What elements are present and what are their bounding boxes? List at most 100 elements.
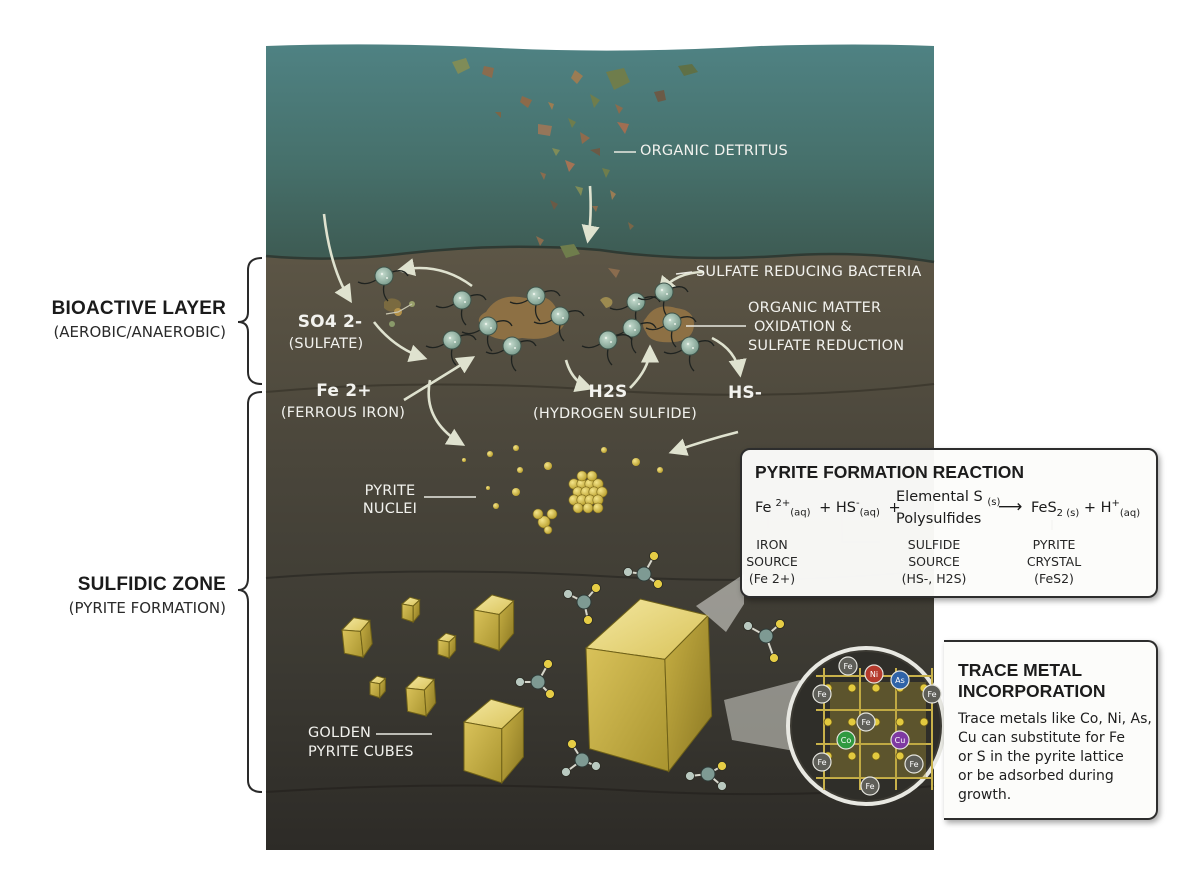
bioactive-bracket [237, 257, 263, 385]
lattice-atom: Fe [856, 712, 876, 732]
pyrite-grain [657, 467, 663, 473]
pyrite-grain [517, 467, 523, 473]
molecule [561, 739, 601, 777]
iron-charge: 2+ [775, 498, 791, 509]
bacterium [609, 292, 661, 328]
framboid-sphere [576, 470, 588, 482]
pyrite-grain [632, 458, 640, 466]
sulfur-atom [847, 717, 857, 727]
sulfur-atom [871, 683, 881, 693]
sulfidic-zone-label: SULFIDIC ZONE (PYRITE FORMATION) [34, 574, 226, 617]
framboid-sphere [582, 502, 594, 514]
trace-metal-title-line: INCORPORATION [958, 681, 1106, 701]
bacterium [509, 286, 561, 322]
bioactive-layer-label: BIOACTIVE LAYER (AEROBIC/ANAEROBIC) [34, 298, 226, 341]
pyrite-grain [493, 503, 499, 509]
bacterium [485, 336, 537, 372]
oxidation-label: ORGANIC MATTER OXIDATION & SULFATE REDUC… [748, 299, 904, 356]
bacterium [637, 282, 689, 318]
trace-metal-title: TRACE METAL INCORPORATION [958, 660, 1105, 702]
bacterium [461, 316, 513, 352]
lattice-atom: Fe [812, 752, 832, 772]
pyrite-grain [601, 447, 607, 453]
sulfur-reactant: Elemental S (s) Polysulfides [896, 489, 1000, 528]
lattice-atom: Fe [904, 754, 924, 774]
bacterium [425, 330, 477, 366]
molecule [685, 761, 727, 791]
lattice-atom-symbol: Cu [895, 736, 906, 745]
proton-charge: + [1111, 498, 1120, 510]
ferrous-particles [385, 301, 415, 327]
bacterium [663, 336, 715, 372]
sulfide-source-line: (HS-, H2S) [901, 571, 967, 586]
sulfur-atom [895, 717, 905, 727]
sulfidic-bracket [237, 391, 263, 793]
pyrite-state: 2 (s) [1056, 507, 1080, 519]
trace-callout-cone [724, 680, 800, 752]
molecule [515, 659, 555, 699]
sulfate-reducing-bacteria [357, 266, 715, 372]
sulfidic-zone-title: SULFIDIC ZONE [77, 574, 226, 595]
hs-formula: HS- [728, 383, 763, 403]
sediment-surface-line [265, 245, 935, 264]
pyrite-cube [400, 596, 421, 624]
bacterium [435, 290, 487, 326]
lattice-atom-symbol: Fe [817, 690, 826, 699]
pyrite-cube [472, 594, 515, 652]
trace-metal-body-line: growth. [958, 787, 1012, 803]
pyrite-cubes-label-line: GOLDEN [308, 725, 372, 741]
pyrite-cubes-label-line: PYRITE CUBES [308, 744, 414, 760]
trace-metal-panel: TRACE METAL INCORPORATION Trace metals l… [944, 640, 1158, 820]
iron-name: (FERROUS IRON) [280, 405, 406, 421]
framboid-sphere [586, 470, 598, 482]
sulfide-source-line: SULFIDE [907, 537, 961, 552]
pyrite-grain [486, 486, 490, 490]
sulfur-atom [847, 751, 857, 761]
lattice-atom-symbol: Fe [909, 760, 918, 769]
lattice-atom-symbol: Fe [865, 782, 874, 791]
lattice-atom: Ni [864, 664, 884, 684]
hs-charge: - [855, 498, 860, 509]
pyrite-grain [513, 445, 519, 451]
oxidation-label-line: ORGANIC MATTER [748, 300, 882, 316]
iron-state: (aq) [790, 507, 811, 519]
sulfate-formula: SO4 2- [297, 312, 363, 332]
reaction-arrow: ⟶ [998, 497, 1023, 517]
pyrite-crystal-line: PYRITE [1032, 537, 1076, 552]
pyrite-cubes-label: GOLDEN PYRITE CUBES [308, 724, 414, 762]
sulfur-atom [847, 683, 857, 693]
iron-source-line: SOURCE [746, 554, 798, 569]
pyrite-grain [543, 525, 553, 535]
pyrite-cubes [340, 594, 713, 785]
pyrite-nuclei-label: PYRITE NUCLEI [358, 482, 422, 518]
pyrite-cube [584, 598, 713, 773]
pyrite-cube [462, 698, 525, 785]
bacterium [357, 266, 409, 302]
hs-symbol: HS [835, 499, 856, 516]
lattice-atom: As [890, 670, 910, 690]
lattice-atom: Fe [860, 776, 880, 796]
pyrite-grain [512, 488, 520, 496]
molecule [623, 551, 663, 589]
trace-metal-body: Trace metals like Co, Ni, As, Cu can sub… [958, 710, 1152, 805]
bioactive-layer-title: BIOACTIVE LAYER [51, 298, 226, 319]
proton-state: (aq) [1119, 507, 1141, 519]
pyrite-nuclei-label-line: PYRITE [364, 483, 416, 499]
pyrite-grain [537, 515, 551, 529]
lattice-atom-symbol: As [895, 676, 905, 685]
sulfur-atom [919, 717, 929, 727]
bacterium [605, 318, 657, 354]
lattice-atom-symbol: Fe [843, 662, 852, 671]
molecule [743, 619, 785, 663]
lattice-atom: Fe [838, 656, 858, 676]
plus-sign: + [1083, 500, 1096, 516]
iron-symbol: Fe [755, 499, 772, 516]
sulfur-state: (s) [987, 496, 1001, 508]
pyrite-grain [532, 508, 544, 520]
lattice-atom-symbol: Fe [927, 690, 936, 699]
flow-arrows [322, 185, 747, 456]
oxidation-label-line: SULFATE REDUCTION [748, 338, 905, 354]
trace-metal-title-line: TRACE METAL [958, 660, 1083, 680]
trace-metal-body-line: or be adsorbed during [958, 768, 1114, 784]
